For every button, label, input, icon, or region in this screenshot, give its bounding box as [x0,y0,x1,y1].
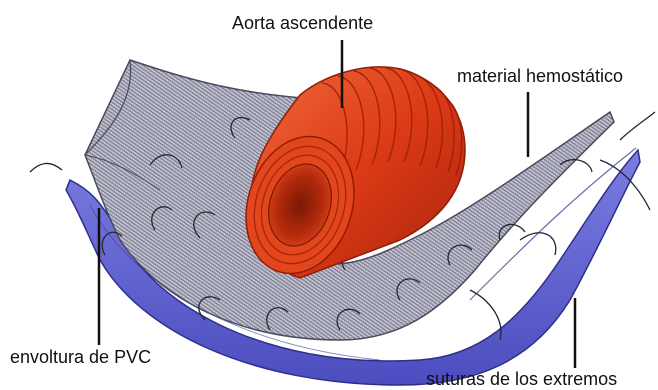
label-pvc-wrap: envoltura de PVC [10,348,151,366]
label-end-sutures: suturas de los extremos [426,370,617,388]
label-aorta: Aorta ascendente [232,14,373,32]
label-hemostatic-material: material hemostático [457,67,623,85]
